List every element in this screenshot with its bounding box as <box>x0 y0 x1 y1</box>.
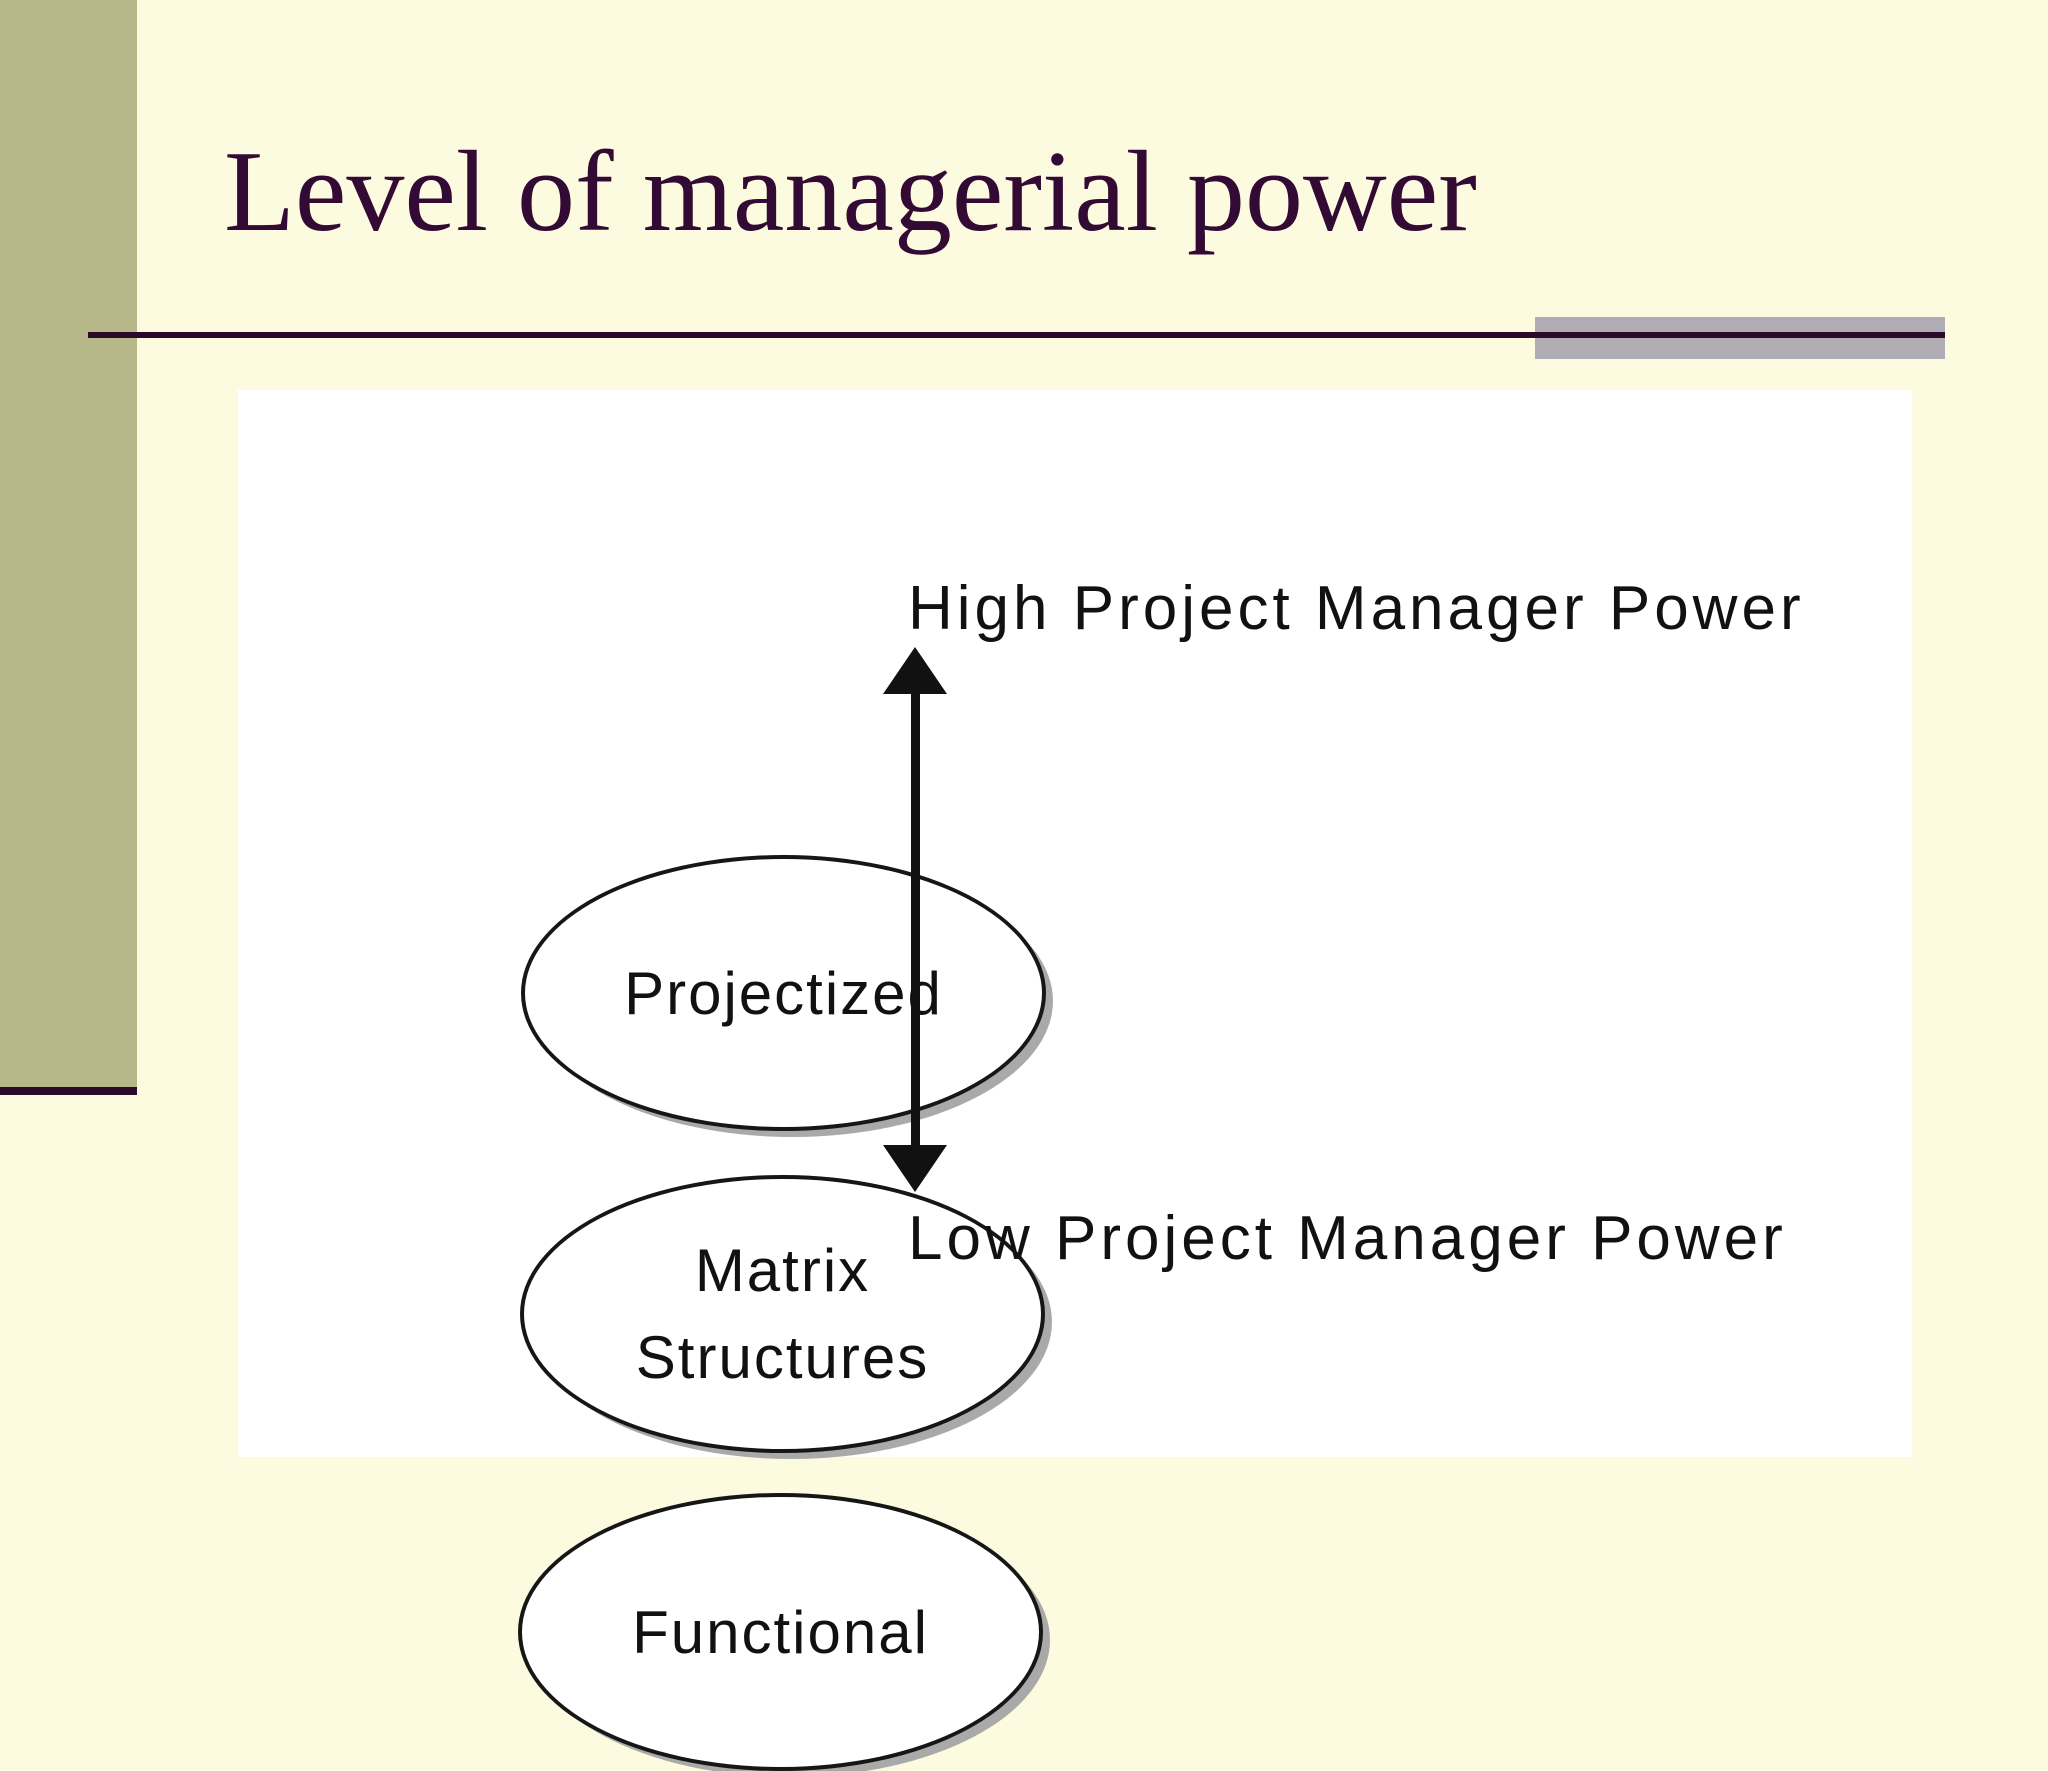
ellipse-functional-label: Functional <box>632 1598 929 1666</box>
sidebar-accent-bar <box>0 0 137 1087</box>
ellipse-projectized-label: Projectized <box>624 959 943 1027</box>
ellipse-matrix-line-1: Matrix <box>694 1237 871 1304</box>
arrow-down-head-icon <box>883 1145 947 1192</box>
sidebar-underline <box>0 1087 137 1095</box>
ellipse-matrix-structures: Matrix Structures <box>520 1175 1045 1453</box>
ellipse-matrix-structures-label: Matrix Structures <box>636 1227 929 1401</box>
ellipse-projectized: Projectized <box>521 855 1046 1131</box>
arrow-shaft <box>911 687 920 1152</box>
power-range-double-arrow <box>883 647 947 1192</box>
high-power-label: High Project Manager Power <box>908 574 1805 643</box>
page-title: Level of managerial power <box>224 128 1477 256</box>
title-divider-line <box>88 332 1945 338</box>
low-power-label: Low Project Manager Power <box>908 1204 1787 1273</box>
ellipse-functional: Functional <box>518 1493 1043 1771</box>
diagram-panel: Projectized Matrix Structures Functional <box>238 390 1912 1771</box>
ellipse-matrix-line-2: Structures <box>635 1324 930 1391</box>
divider-accent-gray-bar <box>1535 317 1945 359</box>
arrow-up-head-icon <box>883 647 947 694</box>
